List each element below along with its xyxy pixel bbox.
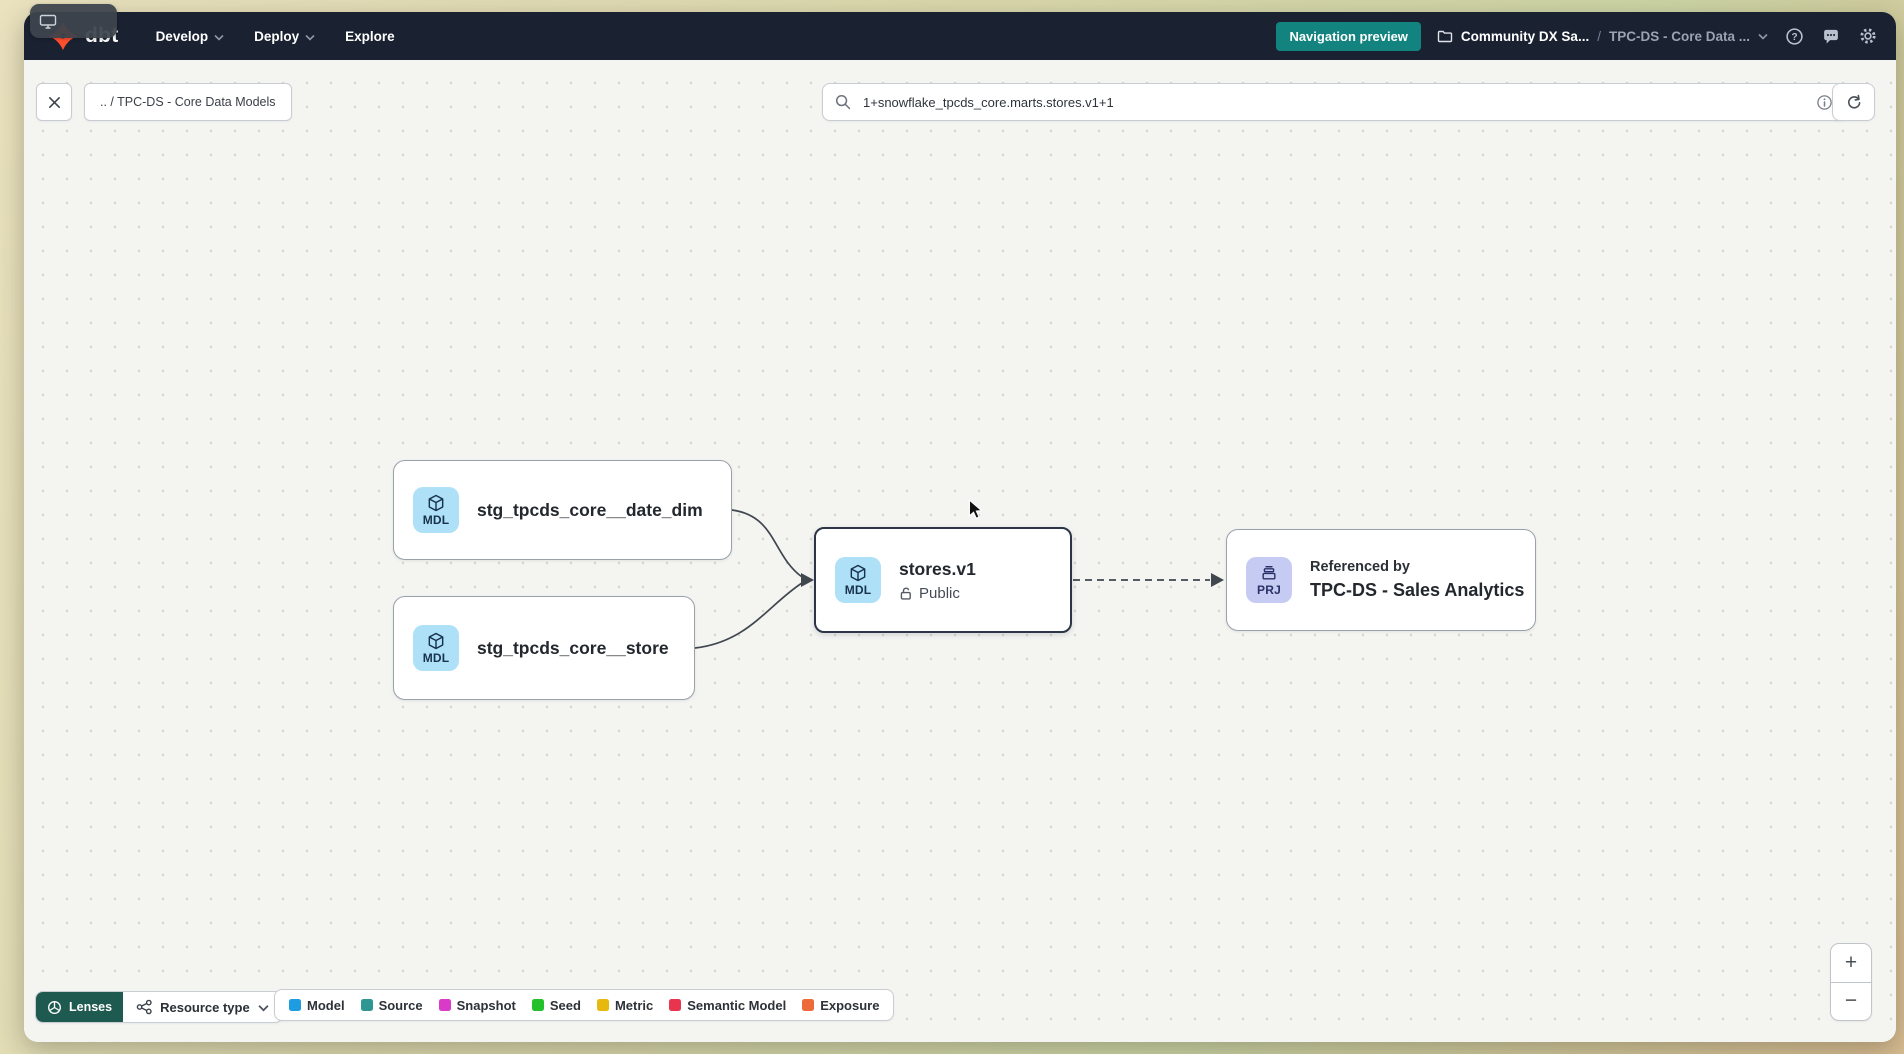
breadcrumb-separator: / — [1597, 28, 1601, 44]
zoom-in-button[interactable]: + — [1831, 944, 1871, 983]
top-nav-bar: dbt Develop Deploy Explore Navigation pr… — [24, 12, 1896, 60]
referenced-by-label: Referenced by — [1310, 559, 1410, 575]
legend-swatch — [596, 999, 609, 1011]
nav-item-label: Explore — [345, 28, 395, 44]
help-icon: ? — [1785, 27, 1803, 45]
resource-type-dropdown[interactable]: Resource type — [123, 992, 282, 1022]
legend-swatch — [802, 999, 815, 1011]
legend-label: Metric — [614, 997, 654, 1013]
legend-label: Model — [307, 997, 345, 1013]
legend-swatch — [531, 999, 544, 1011]
chevron-down-icon — [1758, 33, 1768, 40]
model-cube-icon — [428, 494, 444, 512]
legend-label: Exposure — [820, 997, 880, 1013]
public-lock-icon — [900, 587, 911, 600]
help-button[interactable]: ? — [1782, 24, 1806, 48]
breadcrumb-project: TPC-DS - Core Data ... — [1608, 28, 1750, 44]
chevron-down-icon — [258, 1005, 269, 1012]
navigation-preview-badge[interactable]: Navigation preview — [1276, 21, 1421, 51]
lenses-icon — [48, 1000, 61, 1014]
badge-label: MDL — [422, 513, 450, 527]
node-stg-tpcds-core-date-dim[interactable]: MDL stg_tpcds_core__date_dim — [393, 460, 732, 560]
badge-label: MDL — [422, 651, 450, 665]
legend-swatch — [438, 999, 451, 1011]
folder-icon — [1437, 30, 1453, 43]
badge-label: PRJ — [1257, 583, 1281, 597]
account-breadcrumb[interactable]: Community DX Sa... / TPC-DS - Core Data … — [1437, 29, 1768, 44]
close-lineage-button[interactable] — [36, 83, 72, 121]
legend-item: Model — [289, 998, 345, 1013]
legend-swatch — [669, 999, 682, 1011]
zoom-out-button[interactable]: − — [1844, 989, 1858, 1013]
node-referenced-by-sales-analytics[interactable]: PRJ Referenced by TPC-DS - Sales Analyti… — [1226, 529, 1536, 631]
search-input[interactable] — [861, 93, 1806, 111]
svg-text:?: ? — [1791, 32, 1797, 43]
node-title: stg_tpcds_core__store — [477, 637, 669, 658]
project-badge: PRJ — [1246, 557, 1292, 603]
project-archive-icon — [1262, 566, 1276, 580]
lineage-breadcrumb[interactable]: .. / TPC-DS - Core Data Models — [84, 83, 292, 121]
model-cube-icon — [428, 632, 444, 650]
legend-label: Semantic Model — [687, 997, 787, 1013]
access-row: Public — [899, 585, 976, 602]
legend-item: Source — [360, 997, 423, 1013]
node-stores-v1-selected[interactable]: MDL stores.v1 Public — [814, 527, 1072, 633]
screen-share-indicator — [30, 4, 117, 38]
lenses-control: Lenses Resource type — [35, 991, 283, 1023]
mouse-cursor — [968, 498, 985, 525]
legend-item: Seed — [531, 997, 581, 1013]
search-icon — [835, 94, 851, 110]
resource-type-icon — [136, 999, 152, 1015]
nav-item-deploy[interactable]: Deploy — [239, 12, 330, 60]
legend-swatch — [289, 999, 301, 1011]
zoom-controls: + − — [1830, 943, 1872, 1021]
info-icon[interactable] — [1816, 94, 1833, 111]
chevron-down-icon — [305, 34, 315, 41]
node-stg-tpcds-core-store[interactable]: MDL stg_tpcds_core__store — [393, 596, 695, 700]
feedback-button[interactable] — [1819, 24, 1843, 48]
node-title: stores.v1 — [899, 558, 976, 579]
model-badge: MDL — [835, 557, 881, 603]
lineage-search-bar — [822, 83, 1846, 121]
lenses-button[interactable]: Lenses — [36, 992, 124, 1022]
nav-item-label: Develop — [155, 28, 209, 44]
badge-label: MDL — [844, 583, 872, 597]
feedback-chat-icon — [1824, 29, 1838, 43]
legend-label: Snapshot — [456, 997, 516, 1013]
breadcrumb-account: Community DX Sa... — [1460, 28, 1590, 44]
legend-item: Snapshot — [438, 997, 516, 1013]
refresh-lineage-button[interactable] — [1832, 83, 1875, 121]
model-badge: MDL — [413, 625, 459, 671]
access-label: Public — [919, 584, 960, 602]
app-window: dbt Develop Deploy Explore Navigation pr… — [24, 12, 1896, 1042]
chevron-down-icon — [214, 34, 224, 41]
legend-label: Seed — [549, 997, 581, 1013]
gear-icon — [1860, 28, 1876, 44]
nav-item-label: Deploy — [254, 28, 300, 44]
lineage-canvas[interactable]: .. / TPC-DS - Core Data Models — [24, 60, 1896, 1042]
legend-item: Exposure — [802, 998, 879, 1013]
nav-icon-group: ? — [1782, 24, 1880, 48]
resource-type-label: Resource type — [160, 999, 250, 1015]
lenses-label: Lenses — [69, 1000, 113, 1014]
legend-item: Semantic Model — [669, 998, 786, 1013]
close-icon — [48, 96, 60, 108]
display-icon — [39, 14, 57, 29]
node-title: stg_tpcds_core__date_dim — [477, 499, 703, 520]
model-badge: MDL — [413, 487, 459, 533]
settings-button[interactable] — [1856, 24, 1880, 48]
nav-item-explore[interactable]: Explore — [330, 12, 410, 60]
legend-label: Source — [378, 997, 423, 1013]
model-cube-icon — [850, 564, 866, 582]
legend-swatch — [360, 999, 373, 1011]
resource-type-legend: Model Source Snapshot Seed Metric Semantic Mo… — [274, 989, 895, 1021]
legend-item: Metric — [596, 997, 654, 1013]
nav-item-develop[interactable]: Develop — [141, 12, 240, 60]
refresh-icon — [1847, 94, 1860, 109]
node-title: TPC-DS - Sales Analytics — [1310, 580, 1525, 600]
